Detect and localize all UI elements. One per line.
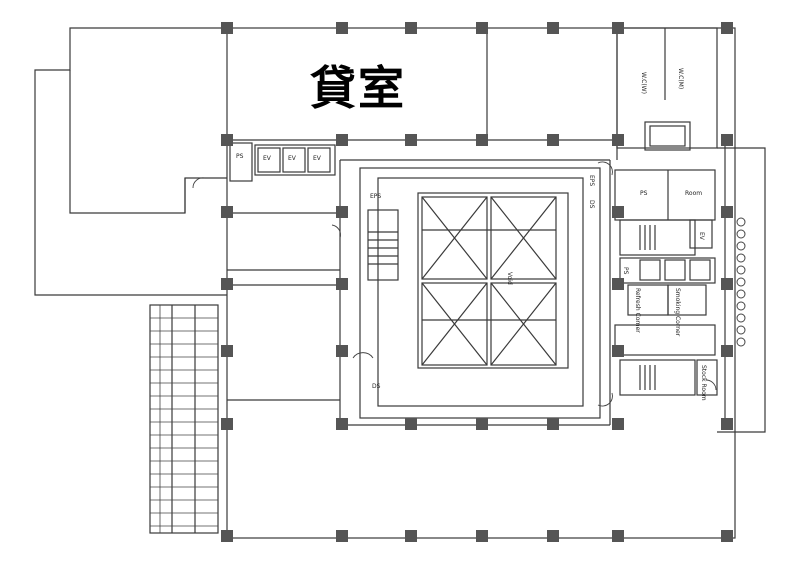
ps-label-core: PS (640, 190, 648, 197)
ev-label-3: EV (313, 155, 322, 162)
wc-women-label: W.C(W) (640, 72, 647, 94)
ds-label-left: DS (372, 383, 381, 390)
void-label: Void (506, 272, 513, 285)
stock-room-label: Stock Room (700, 365, 707, 401)
eps-label-right: EPS (588, 175, 595, 186)
ps-label-top: PS (236, 153, 244, 160)
ps-label-right: PS (622, 267, 629, 275)
room-label: Room (685, 190, 702, 197)
left-annex-inner (69, 70, 227, 214)
smoking-corner-label: Smoking Corner (674, 288, 681, 337)
left-annex (34, 27, 227, 296)
ds-label-right: DS (588, 200, 595, 209)
ev-label-2: EV (288, 155, 297, 162)
eps-label-left: EPS (370, 193, 381, 200)
terrace-grid (149, 304, 219, 534)
ev-label-1: EV (263, 155, 272, 162)
ev-label-core: EV (698, 232, 705, 241)
rental-room-label: 貸室 (310, 61, 406, 115)
structural-columns (221, 22, 733, 542)
wc-men-label: W.C(M) (677, 68, 684, 89)
refresh-corner-label: Refresh Corner (634, 288, 641, 333)
